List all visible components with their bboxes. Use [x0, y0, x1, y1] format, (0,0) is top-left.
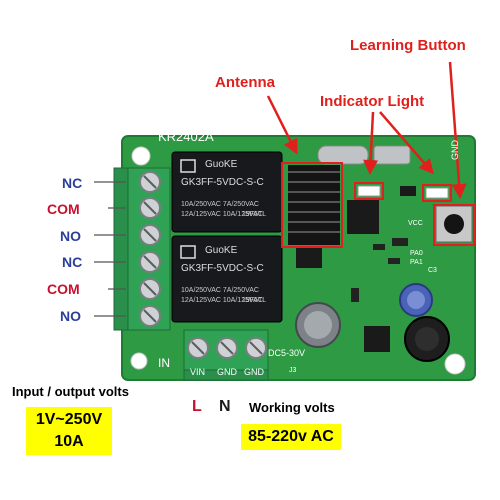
learning-button-label: Learning Button [350, 37, 466, 54]
terminal-pointer-lines [94, 181, 126, 317]
relay-2-brand: GuoKE [205, 245, 238, 256]
gnd-silkscreen-2: GND [244, 367, 264, 377]
led-highlight-box [422, 184, 452, 202]
relay-1-code: 19F5TL [242, 211, 267, 218]
relay-2-code: 19F5TL [242, 297, 267, 304]
mounting-hole [444, 353, 466, 375]
gnd-silkscreen: GND [450, 140, 460, 160]
ic-chip [364, 326, 390, 352]
ic-chip [296, 248, 322, 268]
relay-1-rating-2: 12A/125VAC 10A/125VAC [181, 211, 263, 218]
terminal-label-com-1: COM [47, 201, 80, 217]
io-volts-range: 1V~250V [35, 411, 103, 428]
antenna-coil [288, 165, 340, 245]
indicator-light-label: Indicator Light [320, 93, 425, 110]
in-silkscreen: IN [158, 356, 170, 370]
terminal-screws [139, 171, 161, 327]
relay-1-rating-1: 10A/250VAC 7A/250VAC [181, 201, 259, 208]
c3-silkscreen: C3 [428, 267, 437, 274]
mounting-hole [130, 352, 148, 370]
indicator-arrow [379, 111, 434, 175]
terminal-label-no-1: NO [60, 228, 81, 244]
terminal-label-nc-1: NC [62, 175, 83, 191]
dc-range-silkscreen: DC5-30V [268, 348, 306, 358]
relay-1-part: GK3FF-5VDC-S-C [181, 177, 264, 188]
wire-label-n: N [219, 398, 231, 415]
pa1-silkscreen: PA1 [410, 259, 423, 266]
working-volts-title: Working volts [249, 400, 335, 415]
j3-silkscreen: J3 [289, 367, 297, 374]
relay-2-rating-2: 12A/125VAC 10A/125VAC [181, 297, 263, 304]
wire-label-l: L [192, 398, 202, 415]
led-highlight-box [354, 182, 384, 200]
mounting-hole [131, 146, 151, 166]
led-indicator [425, 187, 449, 199]
led-indicator [357, 185, 381, 197]
ic-chip [347, 200, 379, 234]
pa0-silkscreen: PA0 [410, 250, 423, 257]
crystal [317, 145, 369, 165]
io-volts-current: 10A [54, 433, 84, 450]
terminal-label-com-2: COM [47, 281, 80, 297]
board-model: KR2402A [158, 129, 214, 144]
vin-silkscreen: VIN [190, 367, 206, 377]
io-volts-box: 1V~250V 10A [26, 407, 112, 455]
terminal-label-no-2: NO [60, 308, 81, 324]
relay-2 [171, 235, 283, 323]
relay-1-brand: GuoKE [205, 159, 238, 170]
antenna-highlight-box [281, 162, 343, 248]
antenna-arrow [266, 95, 298, 155]
gnd-silkscreen-1: GND [217, 367, 237, 377]
terminal-block-output [125, 167, 171, 331]
antenna-label: Antenna [215, 74, 275, 91]
io-volts-title: Input / output volts [12, 384, 129, 399]
indicator-arrow [363, 111, 379, 175]
terminal-label-nc-2: NC [62, 254, 83, 270]
relay-2-rating-1: 10A/250VAC 7A/250VAC [181, 287, 259, 294]
vcc-silkscreen: VCC [408, 220, 423, 227]
learning-button-arrow [448, 61, 467, 199]
working-volts-value: 85-220v AC [241, 424, 341, 450]
relay-2-part: GK3FF-5VDC-S-C [181, 263, 264, 274]
